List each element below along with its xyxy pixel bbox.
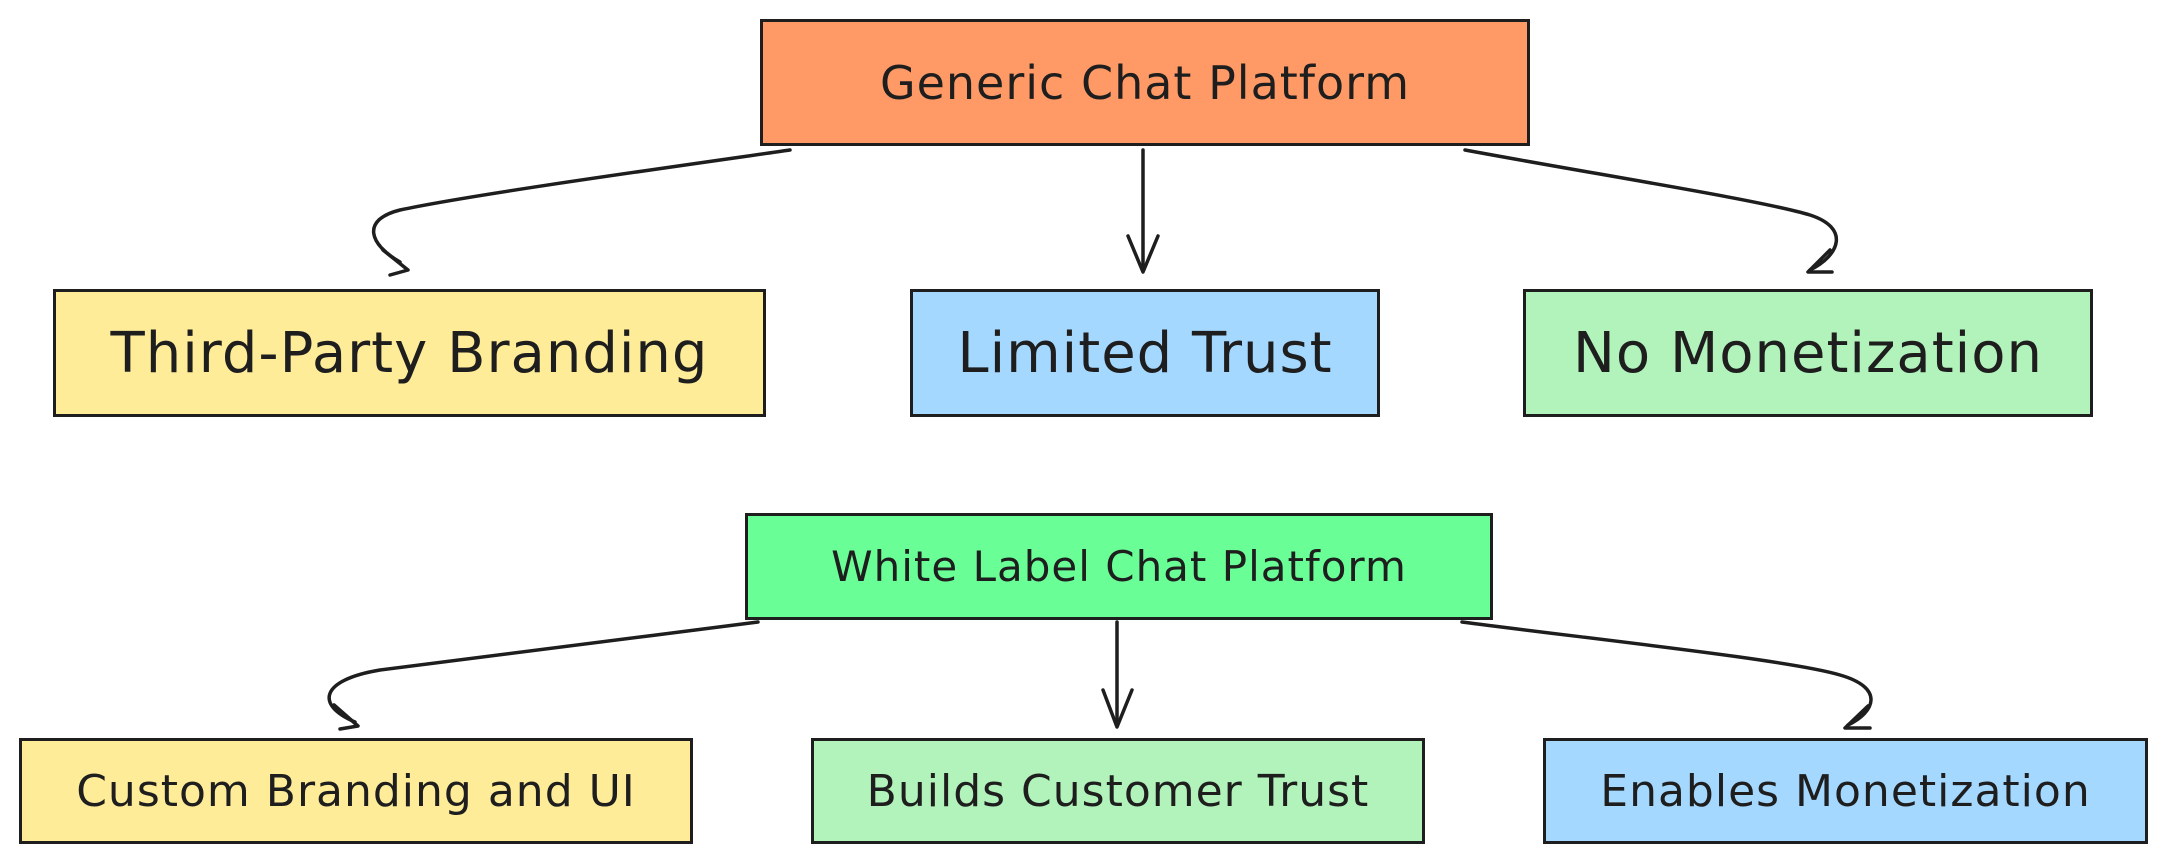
node-label: Limited Trust xyxy=(957,320,1333,386)
edge-white-to-enables xyxy=(1460,620,1873,727)
node-third-party-branding: Third-Party Branding xyxy=(53,289,766,417)
edge-generic-to-no-monetization xyxy=(1463,148,1839,272)
node-enables-monetization: Enables Monetization xyxy=(1543,738,2148,844)
node-white-label-chat-platform: White Label Chat Platform xyxy=(745,513,1493,620)
node-label: Enables Monetization xyxy=(1600,765,2091,817)
node-label: Third-Party Branding xyxy=(110,320,709,386)
node-limited-trust: Limited Trust xyxy=(910,289,1380,417)
arrowhead-no-monetization xyxy=(1806,248,1834,274)
node-label: Generic Chat Platform xyxy=(879,55,1411,110)
node-label: White Label Chat Platform xyxy=(831,542,1407,591)
arrowhead-limited-trust xyxy=(1126,234,1160,274)
arrowhead-builds xyxy=(1101,688,1134,729)
arrowhead-enables xyxy=(1843,704,1872,730)
arrowhead-custom xyxy=(332,703,360,731)
edge-generic-to-third-party xyxy=(371,148,792,264)
node-custom-branding-and-ui: Custom Branding and UI xyxy=(19,738,693,844)
node-label: Builds Customer Trust xyxy=(866,765,1370,817)
node-label: No Monetization xyxy=(1573,320,2043,386)
node-label: Custom Branding and UI xyxy=(76,765,636,817)
arrowhead-third-party xyxy=(381,248,410,277)
node-generic-chat-platform: Generic Chat Platform xyxy=(760,19,1530,146)
node-no-monetization: No Monetization xyxy=(1523,289,2093,417)
edge-white-to-custom xyxy=(327,620,760,724)
node-builds-customer-trust: Builds Customer Trust xyxy=(811,738,1425,844)
